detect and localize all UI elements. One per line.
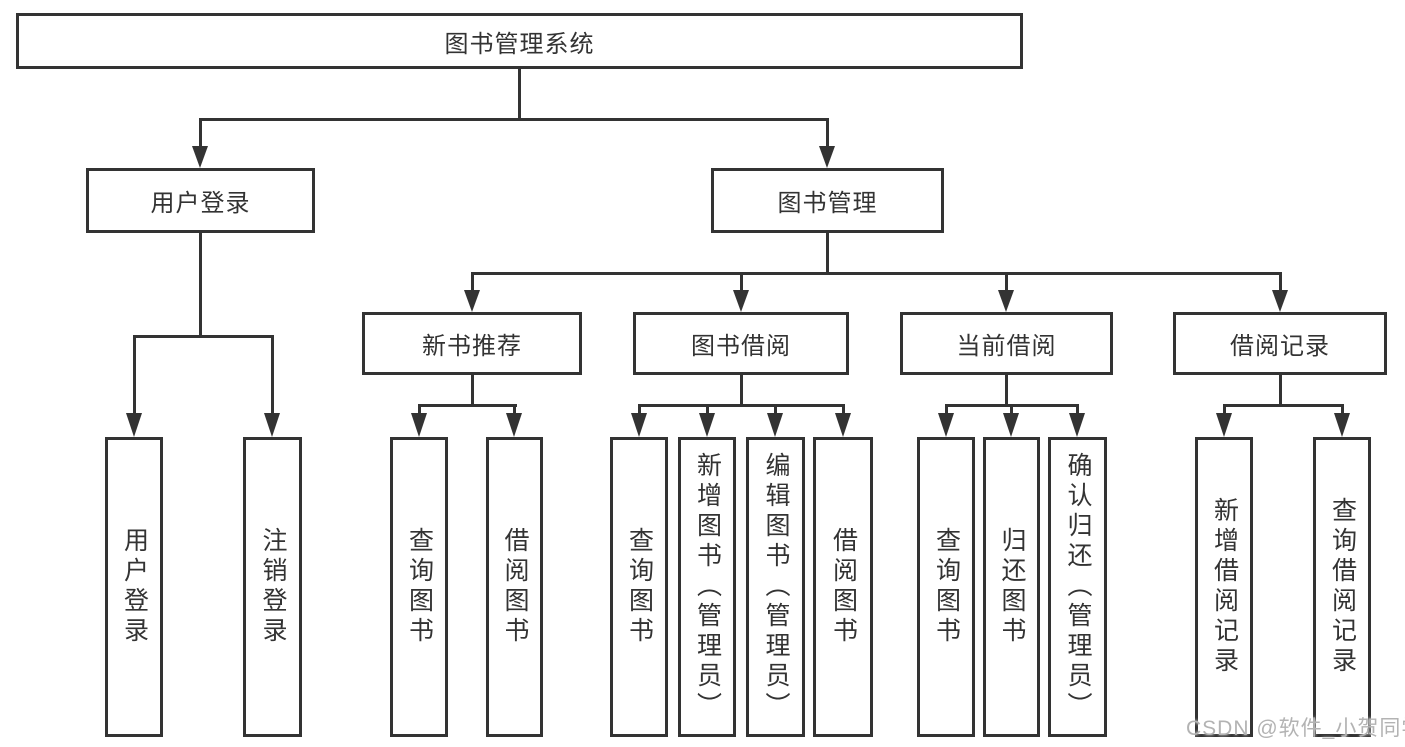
arrowhead-down-icon — [126, 413, 142, 437]
leaf-current-return-book: 归还图书 — [983, 437, 1040, 737]
leaf-logout: 注销登录 — [243, 437, 302, 737]
leaf-borrow-query-book: 查询图书 — [610, 437, 668, 737]
arrowhead-down-icon — [998, 290, 1014, 312]
connector-line — [199, 118, 829, 121]
connector-line — [638, 404, 641, 416]
node-book-management: 图书管理 — [711, 168, 944, 233]
arrowhead-down-icon — [631, 413, 647, 437]
connector-line — [774, 404, 777, 416]
connector-line — [1005, 375, 1008, 406]
connector-line — [826, 118, 829, 148]
connector-line — [133, 335, 274, 338]
arrowhead-down-icon — [1272, 290, 1288, 312]
arrowhead-down-icon — [192, 146, 208, 168]
arrowhead-down-icon — [264, 413, 280, 437]
leaf-borrow-add-book-admin: 新增图书（管理员） — [678, 437, 736, 737]
arrowhead-down-icon — [1334, 413, 1350, 437]
connector-line — [513, 404, 516, 416]
arrowhead-down-icon — [699, 413, 715, 437]
connector-line — [1279, 272, 1282, 292]
connector-line — [826, 233, 829, 275]
arrowhead-down-icon — [938, 413, 954, 437]
connector-line — [199, 118, 202, 148]
connector-line — [471, 375, 474, 406]
connector-line — [1005, 272, 1008, 292]
connector-line — [740, 375, 743, 406]
connector-line — [1223, 404, 1344, 407]
arrowhead-down-icon — [733, 290, 749, 312]
arrowhead-down-icon — [506, 413, 522, 437]
connector-line — [271, 335, 274, 413]
connector-line — [1076, 404, 1079, 416]
connector-line — [1341, 404, 1344, 416]
connector-line — [471, 272, 474, 292]
arrowhead-down-icon — [835, 413, 851, 437]
leaf-user-login: 用户登录 — [105, 437, 163, 737]
leaf-records-add-record: 新增借阅记录 — [1195, 437, 1253, 737]
connector-line — [740, 272, 743, 292]
connector-line — [133, 335, 136, 413]
connector-line — [199, 233, 202, 337]
arrowhead-down-icon — [464, 290, 480, 312]
leaf-current-confirm-return-admin: 确认归还（管理员） — [1048, 437, 1107, 737]
arrowhead-down-icon — [1216, 413, 1232, 437]
arrowhead-down-icon — [767, 413, 783, 437]
connector-line — [1223, 404, 1226, 416]
leaf-records-query-record: 查询借阅记录 — [1313, 437, 1371, 737]
node-borrow-records: 借阅记录 — [1173, 312, 1387, 375]
connector-line — [518, 68, 521, 120]
leaf-current-query-book: 查询图书 — [917, 437, 975, 737]
node-book-borrow: 图书借阅 — [633, 312, 849, 375]
connector-line — [1279, 375, 1282, 406]
csdn-watermark: CSDN @软件_小贺同学 — [1186, 717, 1405, 740]
connector-line — [418, 404, 517, 407]
connector-line — [471, 272, 1282, 275]
node-root: 图书管理系统 — [16, 13, 1023, 69]
arrowhead-down-icon — [411, 413, 427, 437]
connector-line — [706, 404, 709, 416]
connector-line — [1010, 404, 1013, 416]
arrowhead-down-icon — [1069, 413, 1085, 437]
leaf-recommend-query-book: 查询图书 — [390, 437, 448, 737]
node-new-book-recommend: 新书推荐 — [362, 312, 582, 375]
connector-line — [638, 404, 844, 407]
node-user-login: 用户登录 — [86, 168, 315, 233]
arrowhead-down-icon — [1003, 413, 1019, 437]
connector-line — [842, 404, 845, 416]
leaf-borrow-borrow-book: 借阅图书 — [813, 437, 873, 737]
node-current-borrow: 当前借阅 — [900, 312, 1113, 375]
leaf-borrow-edit-book-admin: 编辑图书（管理员） — [746, 437, 805, 737]
connector-line — [418, 404, 421, 416]
connector-line — [945, 404, 948, 416]
leaf-recommend-borrow-book: 借阅图书 — [486, 437, 543, 737]
arrowhead-down-icon — [819, 146, 835, 168]
